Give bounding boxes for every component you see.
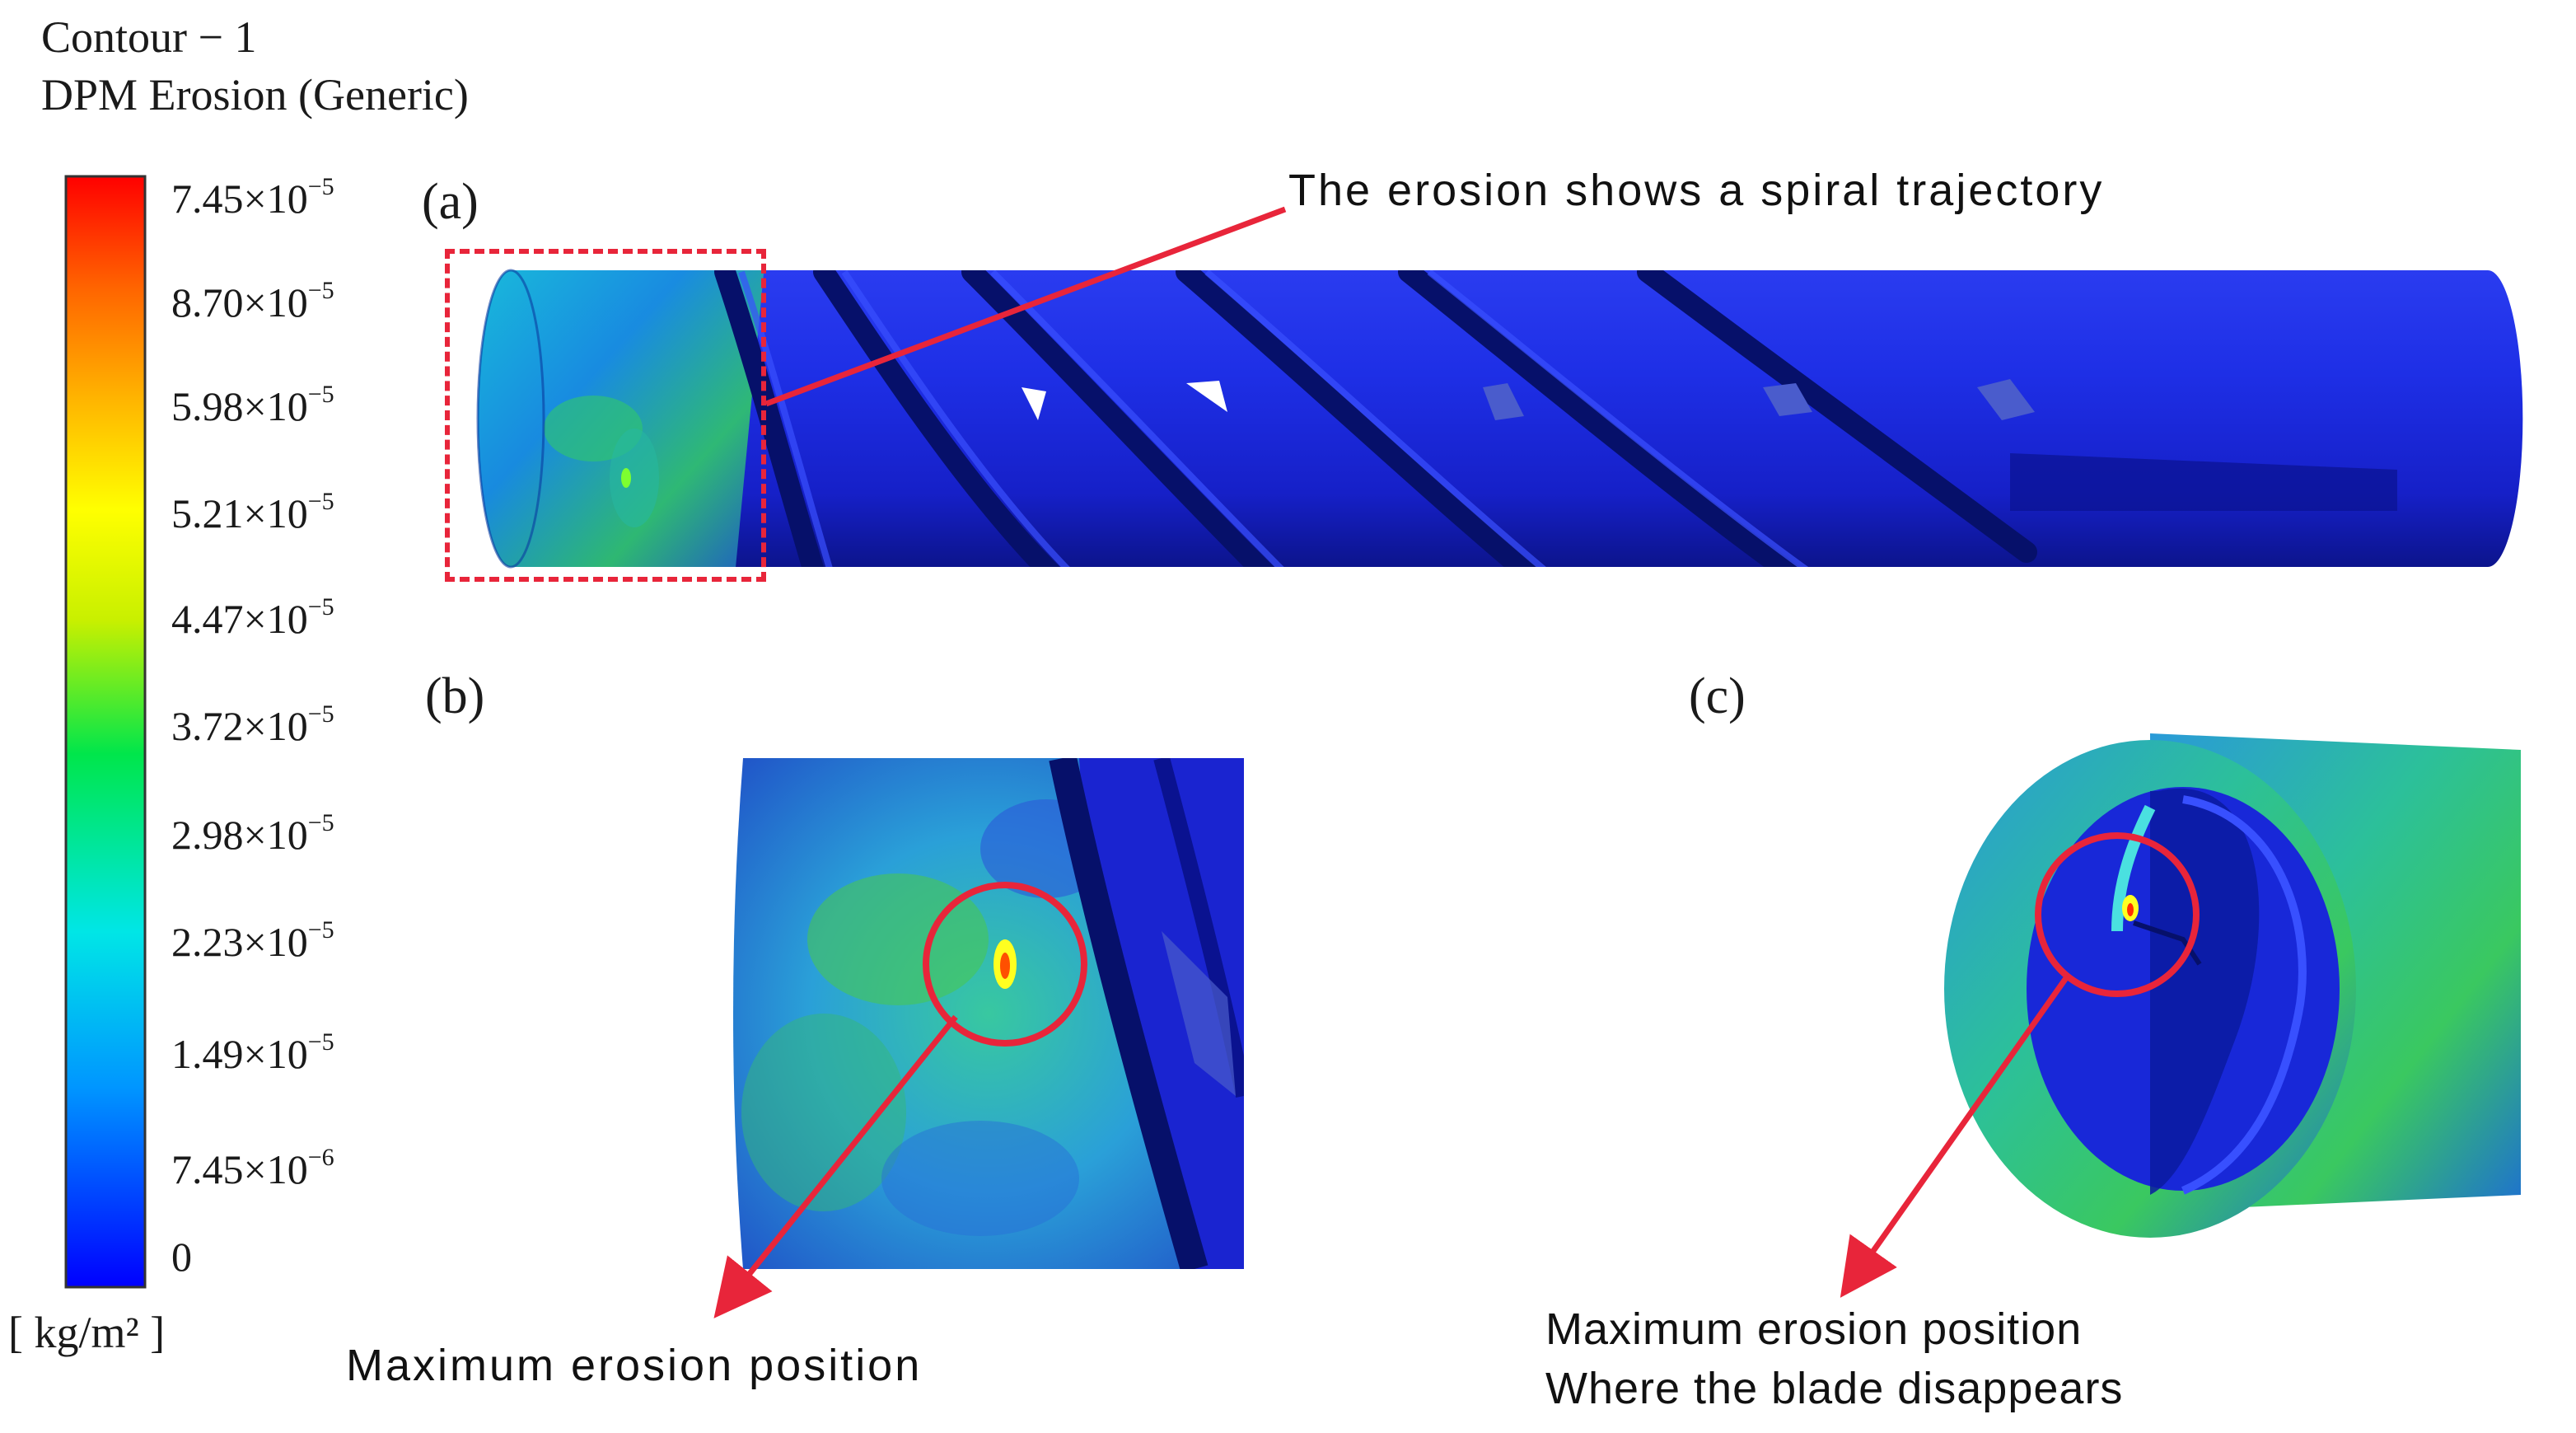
panel-c-max-erosion-marker bbox=[2035, 832, 2200, 997]
arrow-max-erosion-b bbox=[713, 1014, 958, 1318]
colorbar-unit: [ kg/m² ] bbox=[8, 1308, 166, 1357]
panel-label-b: (b) bbox=[425, 668, 485, 724]
panel-b-max-erosion-marker bbox=[923, 882, 1087, 1047]
note-spiral-trajectory: The erosion shows a spiral trajectory bbox=[1288, 166, 2105, 215]
colorbar-tick: 1.49×10−5 bbox=[171, 1028, 334, 1077]
colorbar-gradient bbox=[64, 175, 147, 1289]
panel-label-a: (a) bbox=[422, 174, 479, 230]
colorbar-tick: 4.47×10−5 bbox=[171, 593, 334, 642]
colorbar bbox=[64, 175, 147, 1289]
panel-b-closeup-render bbox=[733, 758, 1244, 1269]
colorbar-tick: 2.98×10−5 bbox=[171, 809, 334, 858]
colorbar-tick: 2.23×10−5 bbox=[171, 916, 334, 965]
contour-title: Contour − 1 bbox=[41, 12, 257, 62]
inlet-highlight-box bbox=[445, 249, 766, 582]
colorbar-tick: 3.72×10−5 bbox=[171, 700, 334, 749]
contour-variable: DPM Erosion (Generic) bbox=[41, 70, 469, 119]
note-max-erosion-b: Maximum erosion position bbox=[346, 1341, 923, 1390]
panel-a-pipe-render bbox=[476, 269, 2523, 569]
arrow-spiral bbox=[764, 206, 1287, 407]
colorbar-tick: 7.45×10−6 bbox=[171, 1144, 334, 1192]
note-blade-disappears: Where the blade disappears bbox=[1545, 1364, 2124, 1413]
colorbar-tick: 8.70×10−5 bbox=[171, 277, 334, 325]
arrow-max-erosion-c bbox=[1840, 973, 2070, 1298]
note-max-erosion-c: Maximum erosion position bbox=[1545, 1304, 2083, 1354]
colorbar-tick: 0 bbox=[171, 1234, 192, 1280]
panel-label-c: (c) bbox=[1689, 668, 1746, 724]
colorbar-tick: 5.21×10−5 bbox=[171, 488, 334, 536]
colorbar-tick: 7.45×10−5 bbox=[171, 173, 334, 222]
colorbar-tick: 5.98×10−5 bbox=[171, 381, 334, 429]
